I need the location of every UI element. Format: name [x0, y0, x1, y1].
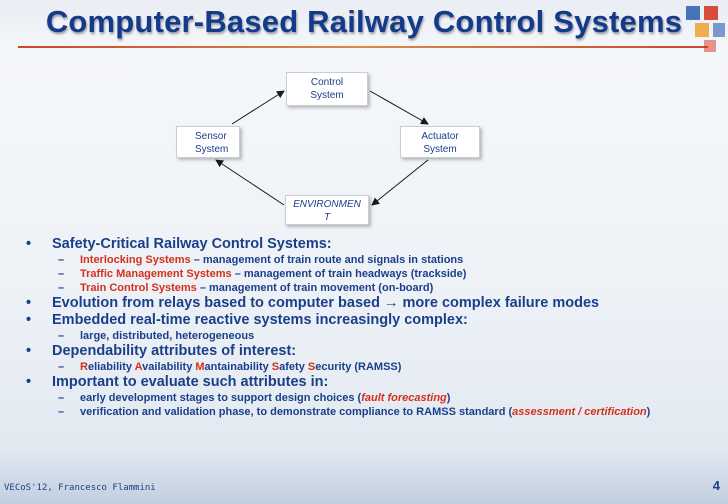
actuator-system-box: Actuator System	[400, 126, 480, 158]
actuator-label-2: System	[423, 144, 457, 155]
corner-decoration	[686, 6, 725, 52]
sub-traffic-management: – Traffic Management Systems – managemen…	[58, 268, 467, 280]
title-underline	[18, 46, 708, 48]
environment-label-2: T	[323, 212, 331, 223]
footer-text: VECoS'12, Francesco Flammini	[4, 483, 156, 493]
title-bar	[0, 0, 728, 50]
control-loop-diagram: Control System Sensor System Actuator Sy…	[0, 0, 728, 240]
sub-interlocking: – Interlocking Systems – management of t…	[58, 254, 464, 266]
control-label-2: System	[310, 90, 344, 101]
page-number: 4	[712, 478, 720, 493]
sensor-system-box: Sensor System	[176, 126, 240, 158]
control-system-box: Control System	[286, 72, 368, 106]
bullet-embedded: • Embedded real-time reactive systems in…	[26, 312, 468, 328]
bullet-list: • Safety-Critical Railway Control System…	[26, 236, 716, 419]
sub-verification: – verification and validation phase, to …	[58, 406, 651, 418]
sensor-label-2: System	[195, 144, 229, 155]
arrow-control-to-actuator	[369, 90, 429, 125]
sub-train-control: – Train Control Systems – management of …	[58, 282, 434, 294]
bullet-evaluate: • Important to evaluate such attributes …	[26, 374, 329, 390]
arrow-actuator-to-environment	[371, 159, 429, 206]
environment-box: ENVIRONMEN T	[285, 195, 369, 225]
sub-early-development: – early development stages to support de…	[58, 392, 451, 404]
bullet-safety-critical: • Safety-Critical Railway Control System…	[26, 236, 332, 252]
slide-title: Computer-Based Railway Control Systems	[45, 4, 683, 39]
arrow-sensor-to-control	[231, 90, 285, 125]
sub-ramss: – Reliability Availability Mantainabilit…	[58, 361, 402, 373]
control-label-1: Control	[310, 77, 344, 88]
bullet-glyph: •	[26, 236, 32, 252]
bottom-background	[0, 448, 728, 504]
sub-large-distributed: – large, distributed, heterogeneous	[58, 330, 255, 342]
diagram-arrows	[215, 90, 429, 206]
actuator-label-1: Actuator	[421, 131, 459, 142]
arrow-environment-to-sensor	[215, 159, 285, 206]
bullet-dependability: • Dependability attributes of interest:	[26, 343, 297, 359]
sensor-label-1: Sensor	[195, 131, 227, 142]
bullet-evolution: • Evolution from relays based to compute…	[26, 295, 600, 311]
environment-label-1: ENVIRONMEN	[293, 199, 361, 210]
